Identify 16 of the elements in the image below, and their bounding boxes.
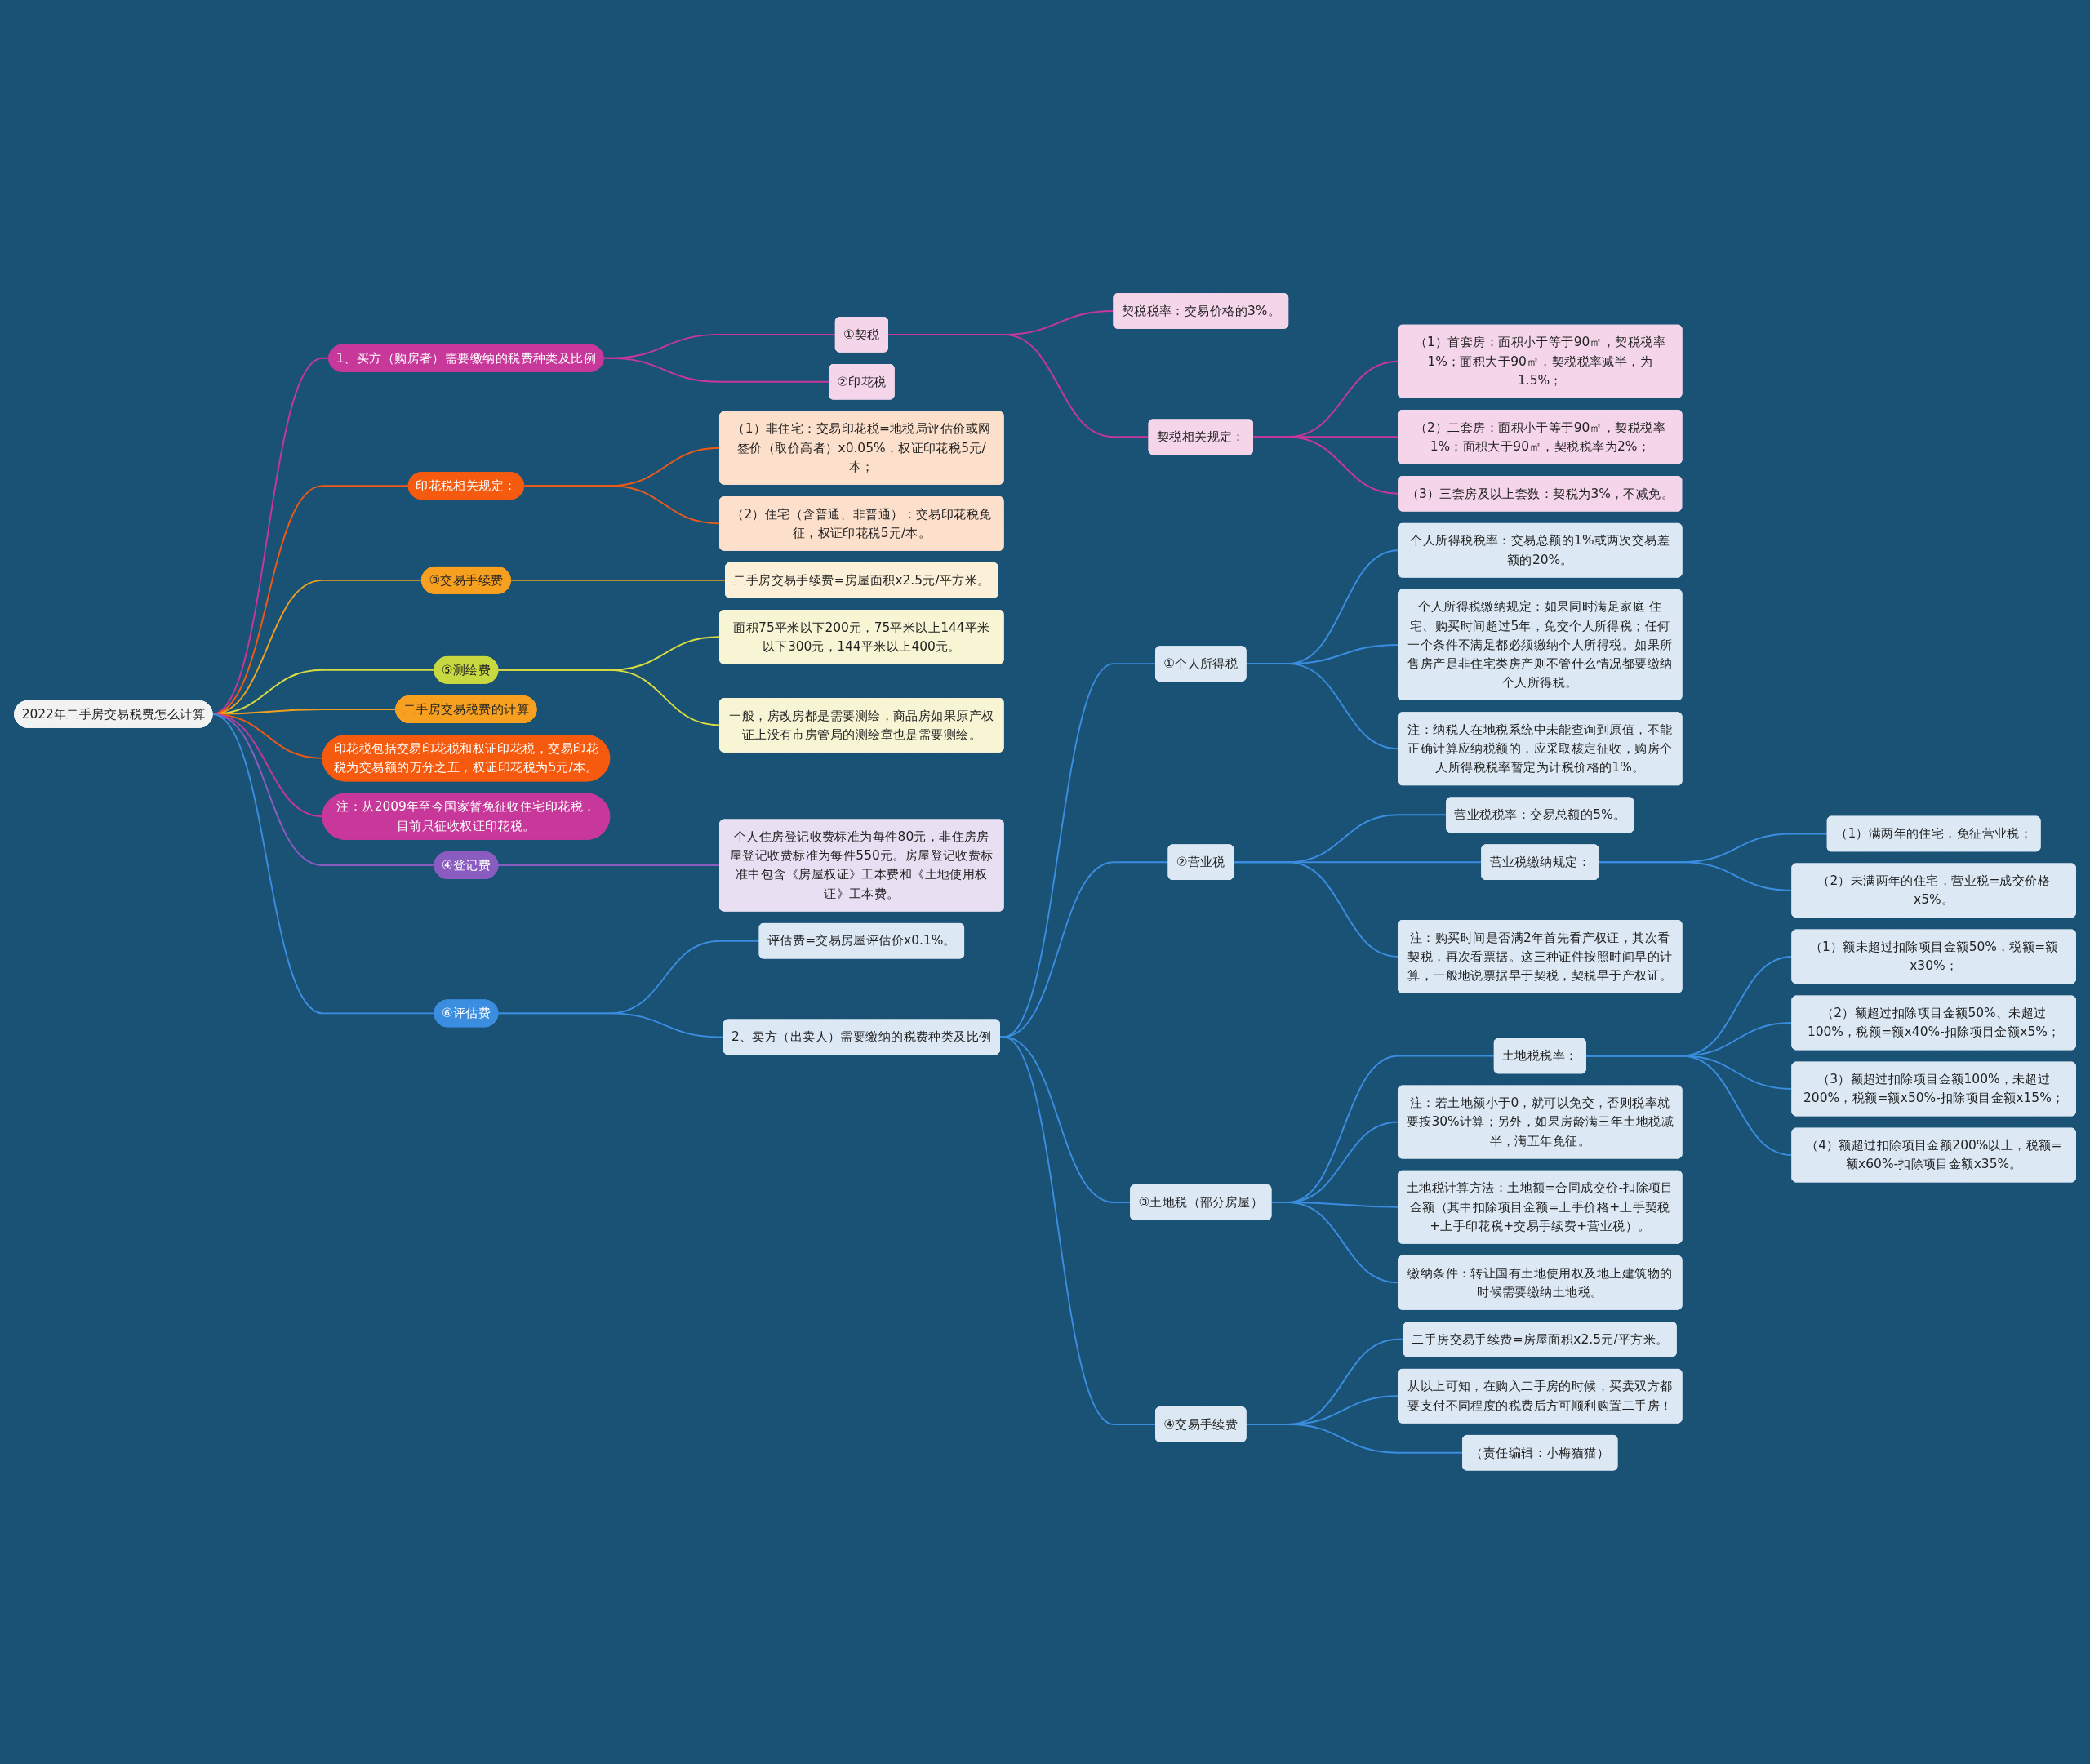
connector [496,1012,725,1038]
connector [509,580,727,581]
connector [1245,663,1399,750]
connector [887,334,1150,438]
connector [1270,1202,1399,1284]
connector [496,864,721,867]
connector [211,713,435,1015]
connector [1232,861,1399,958]
connector [1252,436,1399,495]
connector [1597,861,1793,892]
connector [1585,1055,1793,1157]
connector [1245,1424,1464,1454]
connector [998,1036,1157,1426]
connector [496,669,721,726]
connector [522,485,721,525]
connector [603,358,830,383]
